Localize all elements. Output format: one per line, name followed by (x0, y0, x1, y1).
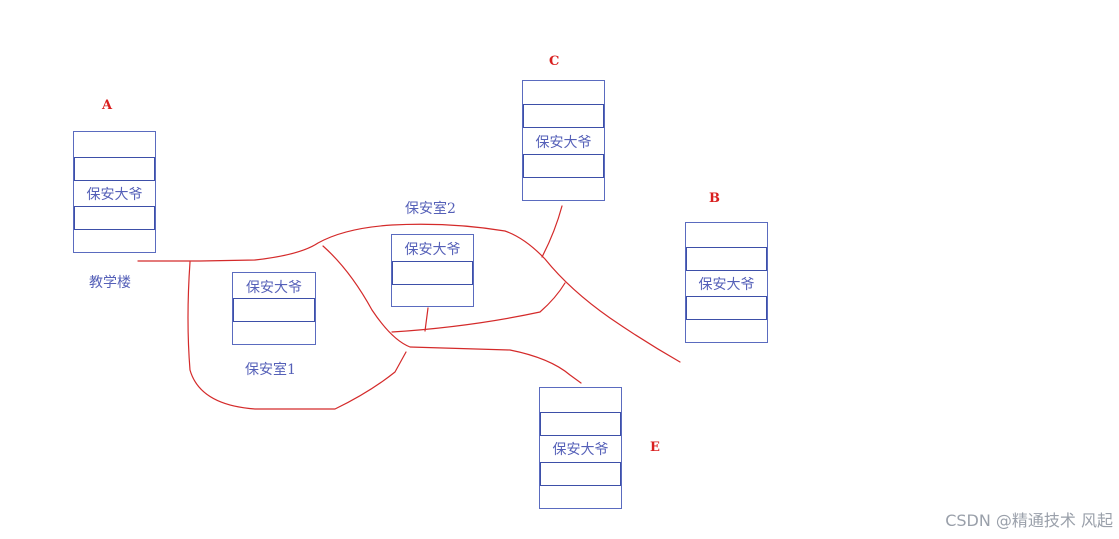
guard-label: 保安大爷 (698, 277, 755, 293)
building-row (540, 508, 621, 509)
building-row (523, 104, 604, 128)
path-main (137, 223, 681, 363)
building-row (686, 342, 767, 343)
building-row (686, 247, 767, 271)
security-room-2: 保安大爷 (391, 234, 474, 307)
path-room2-right (391, 282, 566, 333)
label-b: B (709, 191, 720, 206)
building-row (74, 131, 155, 132)
building-row (523, 200, 604, 201)
building-row (686, 222, 767, 223)
building-row (392, 261, 473, 285)
guard-label: 保安大爷 (246, 280, 302, 296)
path-loop-room1 (187, 261, 407, 410)
building-row (392, 234, 473, 235)
label-c: C (549, 54, 560, 69)
watermark: CSDN @精通技术 风起 (945, 511, 1113, 530)
security-room-1: 保安大爷 (232, 272, 316, 345)
guard-label: 保安大爷 (404, 242, 461, 258)
building-row (540, 412, 621, 436)
guard-label: 保安大爷 (86, 187, 143, 203)
building-row (233, 272, 315, 273)
building-a: 保安大爷 (73, 131, 156, 253)
building-b: 保安大爷 (685, 222, 768, 343)
building-row (392, 306, 473, 307)
building-row (74, 252, 155, 253)
caption-teaching-building: 教学楼 (89, 275, 131, 291)
building-row (523, 80, 604, 81)
caption-security-room-1: 保安室1 (245, 362, 296, 378)
building-row (74, 157, 155, 181)
building-row (686, 296, 767, 320)
label-a: A (102, 98, 113, 113)
building-row (74, 206, 155, 230)
guard-label: 保安大爷 (552, 442, 609, 458)
label-e: E (650, 440, 660, 455)
building-row (540, 387, 621, 388)
path-from-c (541, 205, 563, 258)
building-e: 保安大爷 (539, 387, 622, 509)
building-row (233, 298, 315, 322)
caption-security-room-2: 保安室2 (405, 201, 456, 217)
building-c: 保安大爷 (522, 80, 605, 201)
building-row (540, 462, 621, 486)
building-row (233, 344, 315, 345)
path-to-e (322, 245, 582, 384)
building-row (523, 154, 604, 178)
guard-label: 保安大爷 (535, 135, 592, 151)
